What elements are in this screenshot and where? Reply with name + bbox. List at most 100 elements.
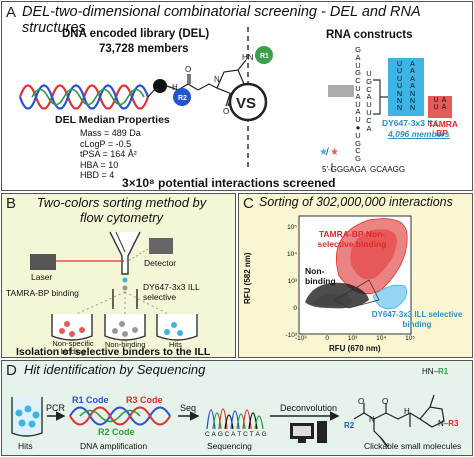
deconvolution-label: Deconvolution [280, 403, 338, 413]
dy-members: 4,096 members [388, 129, 450, 139]
panel-b-title: Two-colors sorting method by flow cytome… [36, 195, 207, 225]
computer-icon [290, 421, 327, 443]
vs-circle [228, 82, 268, 122]
panel-b-graphics [30, 231, 198, 341]
panel-c-letter: C [243, 195, 254, 212]
panel-d-title: Hit identification by Sequencing [24, 362, 206, 377]
panel-b-caption: Isolation of selective binders to the IL… [16, 346, 211, 358]
panel-a-title: DEL-two-dimensional combinatorial screen… [22, 4, 421, 36]
tube-nonspecific [51, 314, 93, 341]
rna-3prime: GCAAGG [370, 165, 406, 174]
panel-c-title: Sorting of 302,000,000 interactions [259, 195, 453, 209]
prop-clogp: cLogP = -0.5 [80, 138, 132, 149]
r1-substituent [255, 46, 273, 64]
r2-substituent [173, 88, 191, 106]
mol-o-label-2: O [382, 397, 389, 406]
label-nonbinding: Non-binding [305, 266, 336, 286]
clickable-molecules-label: Clickable small molecules [364, 441, 462, 451]
x-axis-label: RFU (670 nm) [329, 344, 381, 353]
panel-c: C Sorting of 302,000,000 interactions RF… [238, 193, 473, 358]
r3-code-label: R3 Code [126, 395, 163, 405]
rna-bracket [373, 79, 388, 115]
r1-code-label: R1 Code [72, 395, 109, 405]
panel-b: B Two-colors sorting method by flow cyto… [1, 193, 236, 358]
panel-a-graphics: R2 R1 R3 HN N H O O VS ★ / ★ [18, 27, 452, 172]
panel-b-letter: B [6, 195, 17, 212]
mol-h-label: H [404, 407, 410, 416]
rna-title: RNA constructs [326, 29, 413, 41]
dna-amplification-helix [69, 406, 171, 426]
hits-label: Hits [18, 441, 33, 451]
detector-label: Detector [144, 258, 177, 268]
props-list: Mass = 489 Da cLogP = -0.5 tPSA = 164 Å²… [80, 128, 141, 181]
prop-hba: HBA = 10 [80, 159, 119, 170]
rna-5prime: 5'-GGGAGA [322, 165, 367, 174]
tamra-label: TAMRA BP [428, 119, 459, 138]
mol-r2-label: R2 [344, 421, 355, 430]
flow-cytometry-plot [298, 215, 412, 335]
r2-label: R2 [178, 95, 187, 102]
pcr-label: PCR [46, 403, 66, 413]
tube-hits-label: Hits [169, 340, 182, 349]
laser-box [30, 254, 56, 270]
label-blue-population: DY647-3x3 ILL selective binding [371, 310, 463, 329]
mol-n-label-1: N [369, 415, 375, 424]
dy-label: DY647-3x3 ILL [382, 118, 441, 128]
panel-a: A DEL-two-dimensional combinatorial scre… [1, 1, 473, 191]
dy-loop-box [388, 58, 424, 116]
rna-loop-box [328, 85, 354, 97]
tube-nonbinding [104, 314, 146, 341]
tube-nonbinding-label: Non-binding [105, 340, 146, 349]
o-label-1: O [185, 65, 191, 74]
prop-tpsa: tPSA = 164 Å² [80, 149, 137, 159]
tamra-box [428, 96, 452, 118]
h-label: H [172, 83, 178, 92]
r1-label: R1 [260, 53, 269, 60]
blue-star-icon: ★ [319, 147, 328, 158]
sequencing-label: Sequencing [207, 441, 252, 451]
hits-beaker-icon [11, 397, 43, 437]
nozzle [109, 231, 141, 275]
chromatogram [206, 408, 264, 430]
dy-selective-label: DY647-3x3 ILL selective [143, 282, 200, 302]
interactions-label: 3×10⁸ potential interactions screened [122, 176, 336, 190]
prop-hbd: HBD = 4 [80, 170, 115, 180]
dna-amplification-label: DNA amplification [80, 441, 148, 451]
del-title: DNA encoded library (DEL) [62, 28, 210, 40]
red-star-icon: ★ [330, 147, 339, 158]
panel-d-graphics [11, 394, 445, 448]
del-members: 73,728 members [99, 43, 189, 55]
y-axis-label: RFU (582 nm) [243, 252, 252, 304]
mol-hn-label: HN–R1 [422, 367, 449, 376]
mol-n-label-2: N–R3 [438, 419, 459, 428]
laser-label: Laser [31, 272, 53, 282]
detector-box [149, 238, 173, 254]
props-title: DEL Median Properties [55, 114, 170, 126]
dna-helix [18, 84, 150, 110]
o-label-2: O [223, 107, 229, 116]
tamra-binding-label: TAMRA-BP binding [6, 288, 79, 298]
n-label: N [214, 75, 220, 84]
tube-nonspecific-label: Non-specific binding [52, 339, 94, 356]
mol-o-label-1: O [358, 397, 365, 406]
label-red-population: TAMRA-BP Non-selective binding [317, 229, 387, 249]
panel-d: D Hit identification by Sequencing [1, 360, 473, 456]
prop-mass: Mass = 489 Da [80, 128, 141, 138]
linker-bead [153, 79, 167, 93]
population-blue [372, 284, 408, 310]
seq-label: Seq [180, 403, 197, 413]
panel-d-letter: D [6, 362, 17, 379]
clickable-molecule [353, 394, 445, 448]
svg-text:/: / [326, 147, 329, 158]
r2-code-label: R2 Code [98, 427, 135, 437]
vs-label: VS [236, 95, 256, 112]
tube-hits [156, 314, 198, 341]
panel-a-letter: A [6, 4, 17, 21]
